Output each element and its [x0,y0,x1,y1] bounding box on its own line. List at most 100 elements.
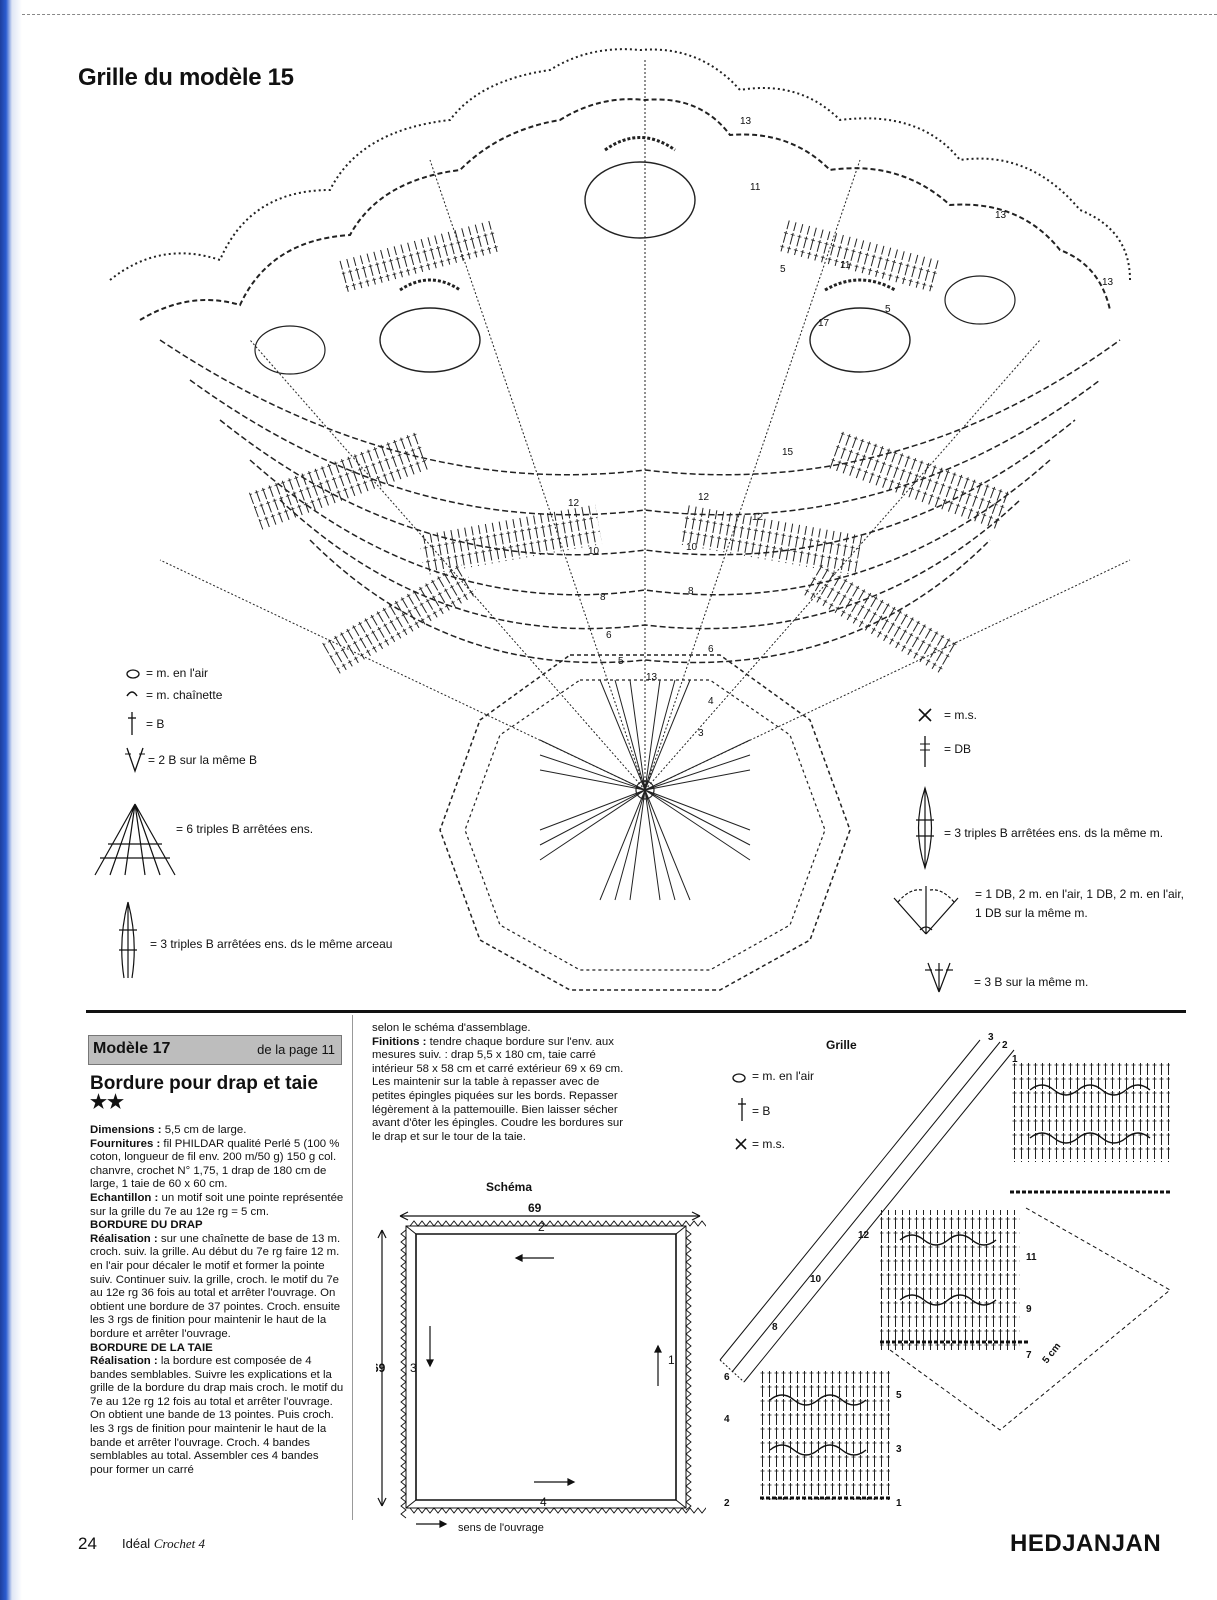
schema-dim-left: 69 [376,1361,386,1375]
three-triple-arc-icon [119,901,137,979]
two-dc-same-icon [125,747,145,773]
watermark: HEDJANJAN [1010,1530,1162,1557]
row-number: 5 [885,304,891,315]
modele-title: Bordure pour drap et taie ★★ [90,1073,319,1113]
schema-direction-label: sens de l'ouvrage [458,1522,544,1534]
row-number: 6 [708,644,714,655]
doily-diagram: 13 11 13 11 13 5 17 5 15 12 12 12 10 10 … [109,48,1131,991]
section-divider [86,1010,1186,1013]
row-number: 6 [606,630,612,641]
schema-side-1: 1 [668,1353,675,1367]
three-triple-same-icon [916,786,934,870]
schema-title: Schéma [486,1180,533,1194]
row-number: 17 [818,318,830,329]
row-number: 12 [568,498,580,509]
assembly-schema: 69 69 2 3 1 4 [376,1201,706,1528]
grille-row-label: 1 [896,1498,902,1509]
doily-rays [109,48,1131,791]
grille-top-row: 2 [1002,1040,1008,1051]
legend-chain-text: = m. en l'air [146,666,208,680]
column-divider [352,1015,353,1520]
double-crochet-icon [738,1098,746,1121]
edging-chart: 3 2 1 2 1 3 4 5 6 7 8 9 10 11 12 5 cm [719,1032,1171,1509]
schema-side-4: 4 [540,1495,547,1509]
double-treble-icon [920,736,930,767]
grille-row-label: 11 [1026,1252,1037,1263]
binding-edge [0,0,22,1600]
grille-legend-b: = B [752,1104,771,1118]
chain-stitch-icon [126,669,140,679]
grille-row-label: 8 [772,1322,778,1333]
para-realisation-taie: Réalisation : la bordure est composée de… [90,1355,344,1476]
schema-side-3: 3 [410,1361,417,1375]
schema-side-2: 2 [538,1220,545,1234]
row-number: 11 [750,182,761,193]
grille-row-label: 12 [858,1230,870,1241]
modele-label: Modèle 17 [93,1040,171,1057]
doily-center [439,654,851,991]
row-number: 12 [752,512,764,523]
para-fournitures: Fournitures : fil PHILDAR qualité Perlé … [90,1137,340,1191]
row-number: 3 [698,728,704,739]
row-number: 10 [588,546,600,557]
para-assemblage: selon le schéma d'assemblage. [372,1022,531,1034]
row-number: 5 [618,656,624,667]
single-crochet-icon [918,708,932,722]
para-realisation-drap: Réalisation : sur une chaînette de base … [90,1232,341,1340]
legend-b-text: = B [146,717,165,731]
grille-top-row: 3 [988,1032,994,1043]
row-number: 13 [740,116,752,127]
row-number: 8 [600,592,606,603]
row-number: 15 [782,447,794,458]
legend-3triple-same-text: = 3 triples B arrêtées ens. ds la même m… [944,826,1164,840]
row-number: 4 [708,696,714,707]
db-fan-icon [893,886,959,935]
legend-db-fan-text: = 1 DB, 2 m. en l'air, 1 DB, 2 m. en l'a… [975,887,1185,920]
heading-bordure-drap: BORDURE DU DRAP [90,1219,203,1232]
grille-row-label: 9 [1026,1304,1032,1315]
legend-6triple-text: = 6 triples B arrêtées ens. [176,822,314,836]
magazine-name: Idéal Crochet 4 [122,1536,205,1551]
row-number: 10 [686,542,698,553]
schema-dim-top: 69 [528,1201,542,1215]
row-number: 11 [840,260,851,271]
page-number: 24 [78,1534,97,1553]
legend-2b-text: = 2 B sur la même B [148,753,258,767]
grille-row-label: 2 [724,1498,730,1509]
modele-source-page: de la page 11 [257,1042,335,1057]
grille-row-label: 7 [1026,1350,1032,1361]
grille-row-label: 10 [810,1274,822,1285]
top-border [22,0,1217,15]
grille-row-label: 6 [724,1372,730,1383]
legend-3triple-arc-text: = 3 triples B arrêtées ens. ds le même a… [150,937,393,951]
para-echantillon: Echantillon : un motif soit une pointe r… [90,1191,344,1218]
six-triple-cluster-icon [94,803,176,876]
double-crochet-icon [128,712,136,735]
row-number: 12 [698,492,710,503]
legend-slip-text: = m. chaînette [146,688,223,702]
instructions-col1: Dimensions : 5,5 cm de large. Fourniture… [90,1124,344,1477]
row-number: 13 [646,672,658,683]
modele-header: Modèle 17 de la page 11 [88,1035,342,1065]
heading-bordure-taie: BORDURE DE LA TAIE [90,1341,213,1354]
grille-scale-label: 5 cm [1041,1341,1064,1366]
grille-title: Grille [826,1038,857,1052]
page-title: Grille du modèle 15 [78,64,294,91]
slip-stitch-icon [126,691,138,697]
row-number: 13 [1102,277,1114,288]
legend-ms-text: = m.s. [944,708,978,722]
row-number: 13 [995,210,1007,221]
legend-3b-text: = 3 B sur la même m. [974,975,1089,989]
grille-row-label: 4 [724,1414,730,1425]
row-number: 5 [780,264,786,275]
row-number: 8 [688,586,694,597]
single-crochet-icon [735,1138,747,1150]
three-dc-same-icon [925,962,953,993]
legend-db-text: = DB [944,742,972,756]
grille-row-label: 3 [896,1444,902,1455]
difficulty-stars: ★★ [90,1092,125,1113]
para-dimensions: Dimensions : 5,5 cm de large. [90,1124,247,1136]
grille-top-row: 1 [1012,1054,1018,1065]
grille-row-label: 5 [896,1390,902,1401]
instructions-col2: selon le schéma d'assemblage. Finitions … [372,1022,624,1144]
